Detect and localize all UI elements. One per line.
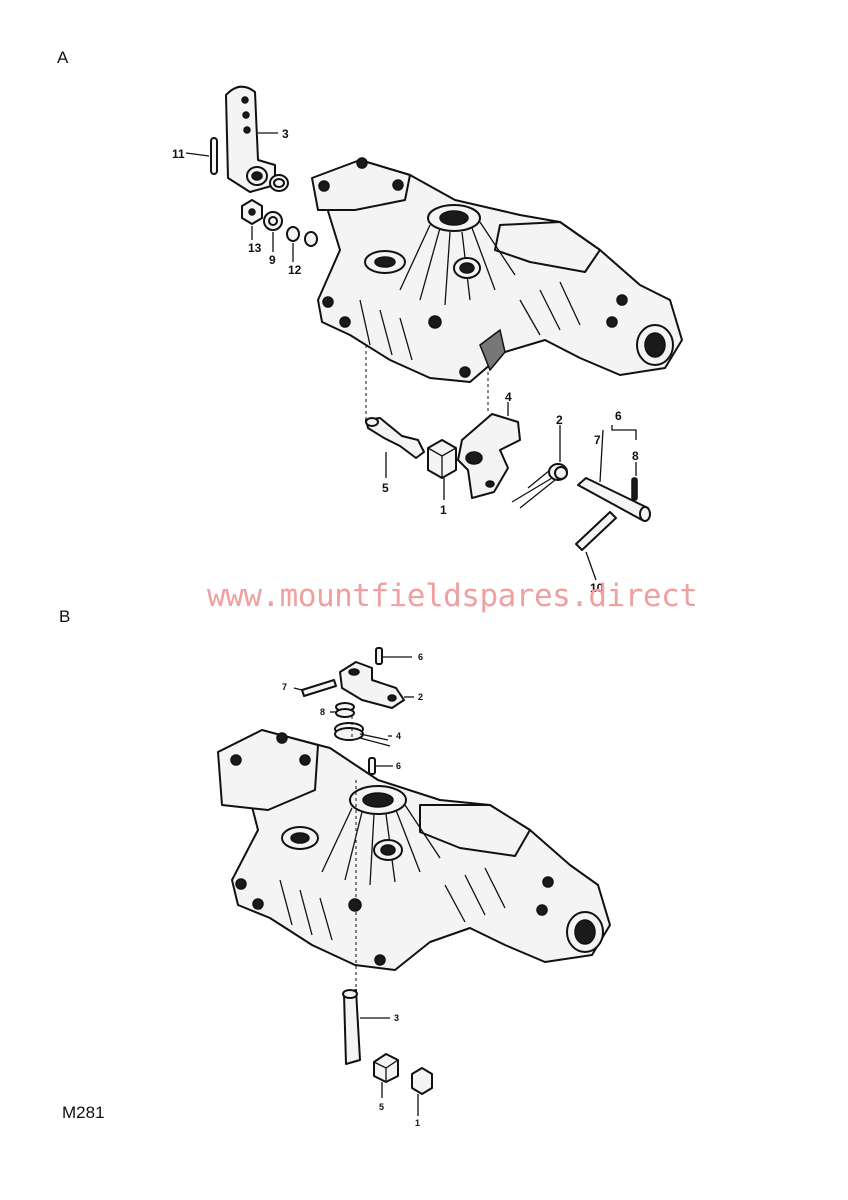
part-3-lever (225, 85, 276, 193)
part-12-o-rings (286, 226, 318, 247)
callout-a-8: 8 (632, 449, 639, 463)
callout-b-4: 4 (396, 731, 401, 741)
diagram-code: M281 (62, 1103, 105, 1122)
part-1-block (427, 439, 457, 479)
callout-b-6-top: 6 (418, 652, 423, 662)
part-8-small-pin (631, 477, 638, 501)
callout-a-13: 13 (248, 241, 262, 255)
section-a-drawing: 11 3 13 9 12 4 2 6 7 8 5 1 10 (172, 85, 683, 595)
part-9-washer (263, 211, 283, 231)
callout-b-5: 5 (379, 1102, 384, 1112)
part-4-bracket (457, 413, 521, 499)
callout-b-6-lower: 6 (396, 761, 401, 771)
section-label-b: B (59, 607, 71, 626)
callout-b-7: 7 (282, 682, 287, 692)
callout-b-8: 8 (320, 707, 325, 717)
callout-a-2: 2 (556, 413, 563, 427)
callout-a-10: 10 (590, 581, 604, 595)
part-b-2-lever (339, 661, 405, 709)
part-b-6-pin-lower (368, 757, 376, 775)
part-b-1-block (411, 1067, 433, 1095)
part-b-6-pin-top (375, 647, 383, 665)
part-b-4-spring (334, 722, 391, 747)
part-13-nut (241, 199, 263, 225)
watermark-text: www.mountfieldspares.direct (207, 578, 698, 614)
part-11-pin (210, 137, 218, 175)
part-b-3-shaft (342, 989, 361, 1065)
part-b-5-block (373, 1053, 399, 1083)
section-b-drawing: 6 7 2 8 4 6 3 5 1 (217, 647, 611, 1128)
part-10-pin (575, 511, 617, 551)
section-label-a: A (57, 48, 69, 67)
callout-b-1: 1 (415, 1118, 420, 1128)
part-5-shaft (365, 417, 425, 459)
part-seal-ring (269, 174, 289, 192)
callout-b-2: 2 (418, 692, 423, 702)
callout-a-5: 5 (382, 481, 389, 495)
callout-a-6: 6 (615, 409, 622, 423)
transaxle-housing-a (311, 157, 683, 383)
transaxle-housing-b (217, 729, 611, 971)
part-b-7-pin (301, 679, 337, 697)
callout-a-7: 7 (594, 433, 601, 447)
callout-a-11: 11 (172, 147, 185, 161)
part-b-8-bushing (335, 702, 355, 718)
callout-a-1: 1 (440, 503, 447, 517)
callout-a-4: 4 (505, 390, 512, 404)
part-7-pin (577, 477, 651, 522)
part-2-spring (511, 463, 568, 509)
callout-a-3: 3 (282, 127, 289, 141)
callout-b-3: 3 (394, 1013, 399, 1023)
callout-a-9: 9 (269, 253, 276, 267)
callout-a-12: 12 (288, 263, 302, 277)
